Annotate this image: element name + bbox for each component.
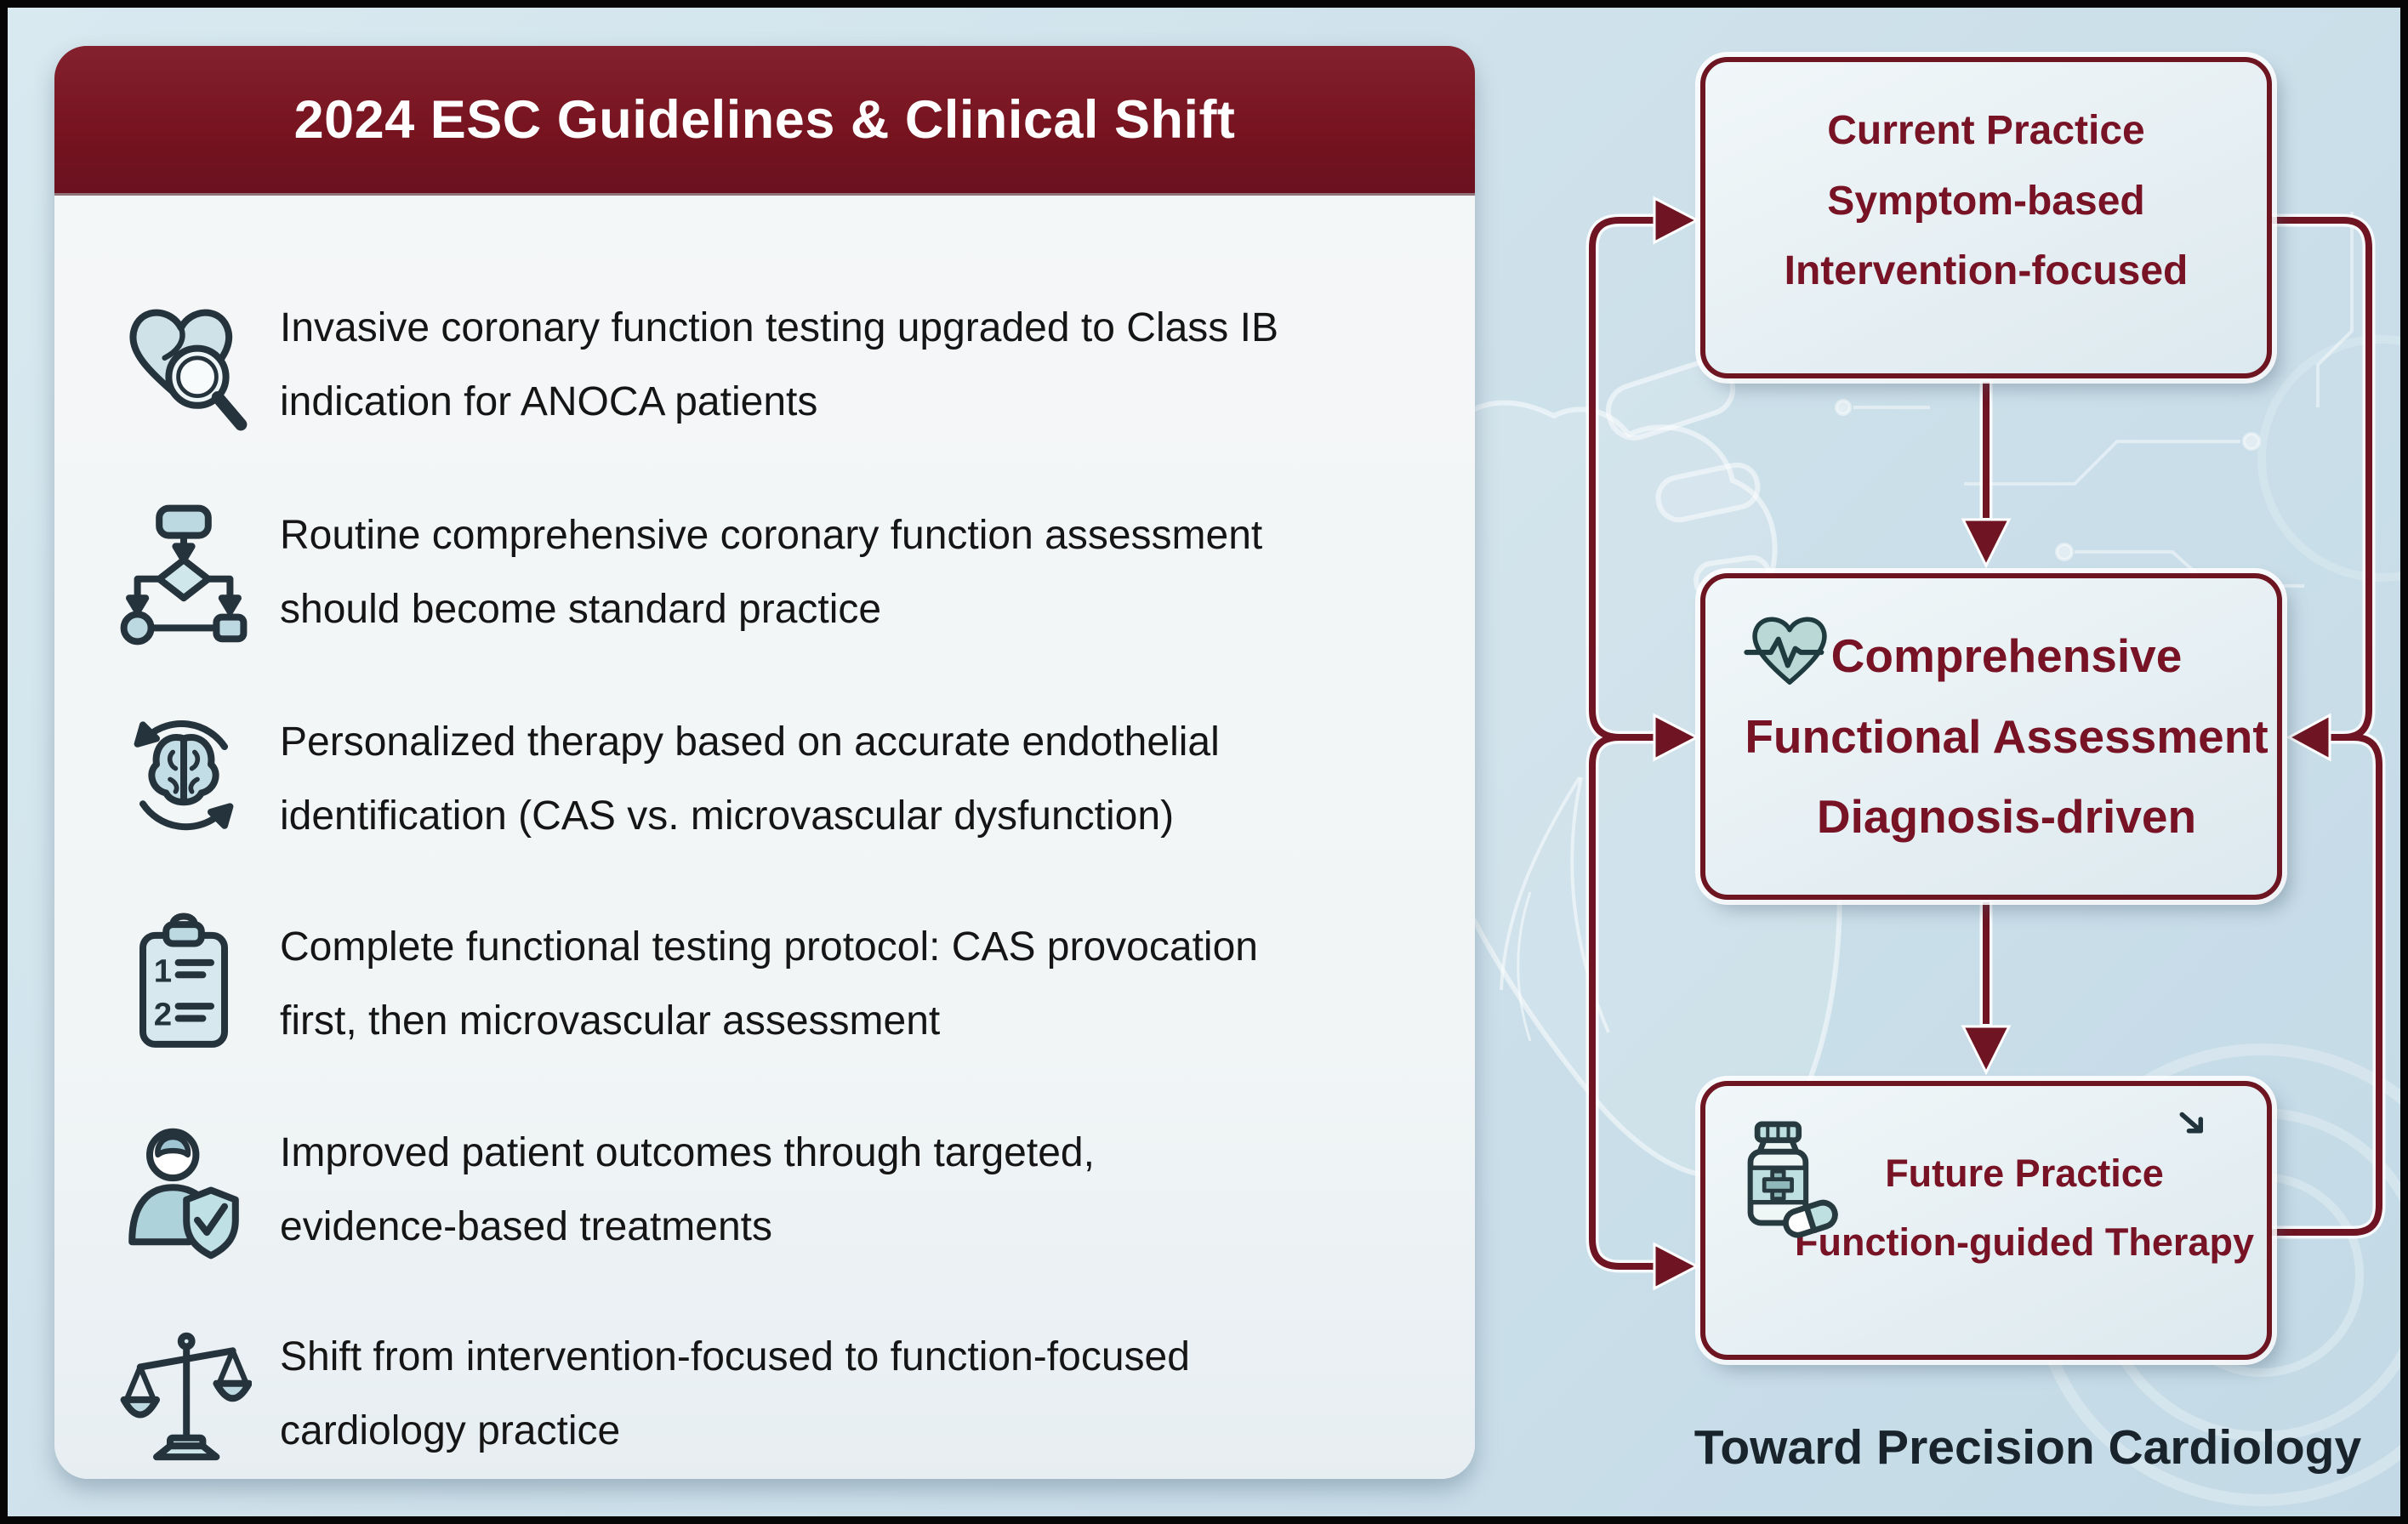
bullet-text: Complete functional testing protocol: CA… <box>280 924 1258 1044</box>
svg-text:2: 2 <box>154 997 172 1033</box>
arrow-glyph-icon <box>2175 1110 2212 1147</box>
heart-pulse-icon <box>1743 607 1836 697</box>
flowchart-icon <box>116 498 252 651</box>
patient-shield-icon <box>116 1116 252 1265</box>
panel-header: 2024 ESC Guidelines & Clinical Shift <box>54 46 1475 193</box>
bullet-text: Invasive coronary function testing upgra… <box>280 305 1278 425</box>
flow-box-comprehensive-assessment: Comprehensive Functional Assessment Diag… <box>1700 573 2282 900</box>
svg-text:1: 1 <box>154 952 172 989</box>
medication-icon <box>1728 1117 1842 1244</box>
arrowhead-into-current <box>1653 196 1700 245</box>
loop-current-to-comprehensive <box>2270 217 2372 741</box>
panel-title: 2024 ESC Guidelines & Clinical Shift <box>293 89 1236 150</box>
left-spine-upper <box>1589 217 1658 741</box>
left-spine-lower <box>1589 734 1658 1270</box>
brain-refresh-icon <box>116 705 252 850</box>
balance-scale-icon <box>116 1320 252 1469</box>
flow-footer-label: Toward Precision Cardiology <box>1694 1420 2362 1475</box>
flow-box-label: Future Practice Function-guided Therapy <box>1795 1152 2254 1264</box>
arrowhead-into-future <box>1653 1242 1700 1291</box>
flow-box-label: Current Practice Symptom-based Intervent… <box>1784 108 2189 294</box>
flow-box-current-practice: Current Practice Symptom-based Intervent… <box>1700 57 2272 378</box>
arrowhead-down-1 <box>1961 518 2012 569</box>
arrowhead-into-comprehensive-left <box>1653 713 1700 762</box>
bullet-text: Shift from intervention-focused to funct… <box>280 1334 1190 1454</box>
flow-box-future-practice: Future Practice Function-guided Therapy <box>1700 1081 2272 1360</box>
flow-box-label: Comprehensive Functional Assessment Diag… <box>1745 629 2269 844</box>
checklist-icon: 1 2 <box>116 910 252 1059</box>
loop-future-to-comprehensive <box>2270 734 2382 1236</box>
guidelines-panel: 2024 ESC Guidelines & Clinical Shift Inv… <box>54 46 1475 1479</box>
bullet-text: Improved patient outcomes through target… <box>280 1130 1095 1250</box>
bullet-text: Personalized therapy based on accurate e… <box>280 719 1220 839</box>
arrowhead-down-2 <box>1961 1025 2012 1076</box>
heart-magnifier-icon <box>116 291 252 444</box>
arrowhead-into-comprehensive-right <box>2286 713 2331 762</box>
bullet-text: Routine comprehensive coronary function … <box>280 513 1263 633</box>
